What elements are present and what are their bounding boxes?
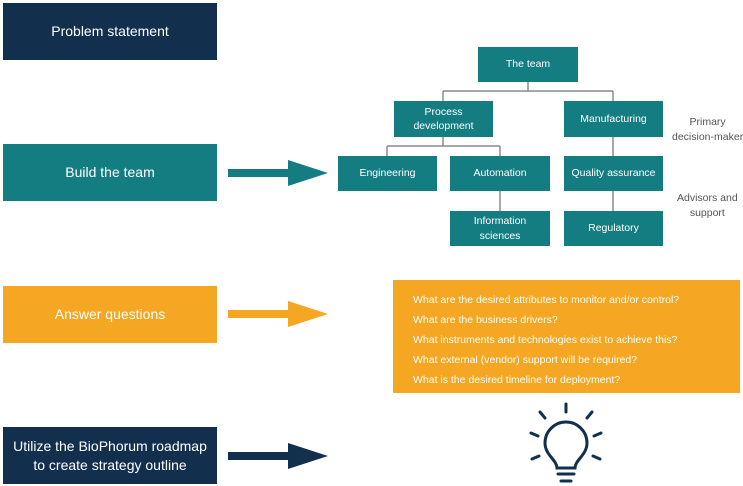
- org-node-the-team: The team: [478, 47, 578, 82]
- org-node-information-sciences-label-2: sciences: [479, 229, 521, 242]
- questions-list: What are the desired attributes to monit…: [413, 290, 740, 390]
- question-item: What external (vendor) support will be r…: [413, 354, 638, 366]
- org-node-regulatory-label: Regulatory: [588, 222, 639, 235]
- questions-box: What are the desired attributes to monit…: [393, 280, 740, 393]
- step-roadmap: Utilize the BioPhorum roadmap to create …: [3, 427, 217, 484]
- step-problem-statement-label: Problem statement: [51, 23, 169, 40]
- step-answer-questions: Answer questions: [3, 286, 217, 343]
- question-item: What are the desired attributes to monit…: [413, 294, 680, 306]
- primary-label-line-2: decision-maker: [672, 130, 743, 143]
- org-node-engineering-label: Engineering: [359, 167, 416, 180]
- org-chart-connectors: [386, 82, 614, 211]
- question-item: What are the business drivers?: [413, 314, 558, 326]
- advisors-label-line-2: support: [689, 206, 725, 219]
- org-node-information-sciences-label-1: Information: [473, 215, 527, 228]
- org-node-regulatory: Regulatory: [564, 211, 663, 246]
- org-node-quality-assurance: Quality assurance: [564, 156, 663, 191]
- lightbulb-icon: [529, 402, 603, 483]
- question-item: What is the desired timeline for deploym…: [413, 374, 621, 386]
- org-node-information-sciences: Information sciences: [450, 211, 550, 246]
- org-node-process-development-label-2: development: [413, 120, 474, 132]
- step-build-team: Build the team: [3, 144, 217, 201]
- primary-decision-maker-label: Primary decision-maker: [672, 115, 743, 144]
- org-node-automation-label: Automation: [473, 167, 527, 180]
- advisors-support-label: Advisors and support: [677, 191, 738, 220]
- org-node-manufacturing-label: Manufacturing: [580, 112, 647, 125]
- advisors-label-line-1: Advisors and: [677, 192, 738, 204]
- org-node-manufacturing: Manufacturing: [564, 101, 663, 137]
- org-node-engineering: Engineering: [338, 156, 437, 191]
- org-node-automation: Automation: [450, 156, 550, 191]
- org-node-quality-assurance-label: Quality assurance: [571, 167, 656, 180]
- org-node-the-team-label: The team: [505, 58, 551, 71]
- step-roadmap-label-2: to create strategy outline: [33, 456, 187, 473]
- question-item: What instruments and technologies exist …: [413, 334, 678, 346]
- step-roadmap-label-1: Utilize the BioPhorum roadmap: [13, 437, 207, 454]
- arrow-right-icon: [228, 160, 328, 186]
- step-answer-questions-label: Answer questions: [54, 306, 166, 323]
- org-node-process-development: Process development: [394, 101, 493, 137]
- arrow-right-icon: [228, 301, 328, 327]
- org-node-process-development-label-1: Process: [424, 105, 463, 118]
- step-build-team-label: Build the team: [65, 164, 155, 181]
- primary-label-line-1: Primary: [689, 116, 726, 128]
- step-problem-statement: Problem statement: [3, 3, 217, 60]
- arrow-right-icon: [228, 443, 328, 469]
